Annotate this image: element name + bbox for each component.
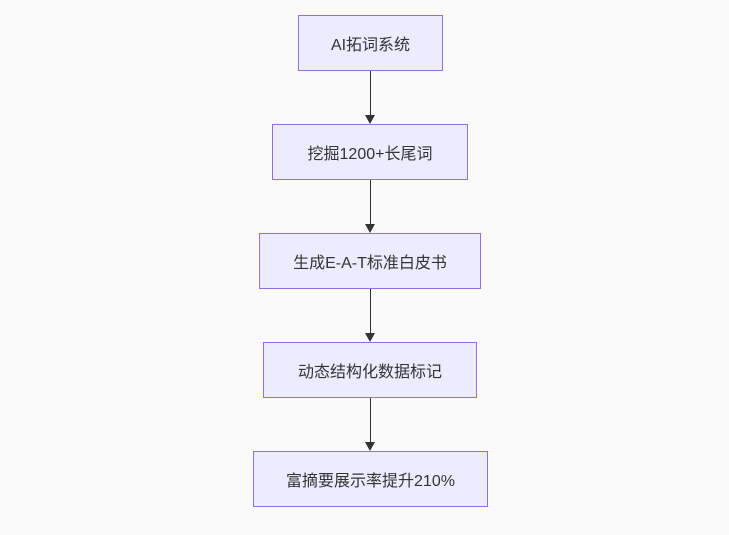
edge-line-2 bbox=[369, 180, 371, 224]
arrowhead-down-icon bbox=[365, 224, 375, 233]
arrowhead-down-icon bbox=[365, 333, 375, 342]
flow-node-rich-snippet-rate: 富摘要展示率提升210% bbox=[253, 451, 488, 507]
edge-line-1 bbox=[369, 71, 371, 115]
flow-node-eat-whitepaper: 生成E-A-T标准白皮书 bbox=[259, 233, 481, 289]
flow-node-ai-keyword-system: AI拓词系统 bbox=[298, 15, 443, 71]
edge-line-4 bbox=[369, 398, 371, 442]
edge-line-3 bbox=[369, 289, 371, 333]
arrowhead-down-icon bbox=[365, 442, 375, 451]
flow-node-structured-data-markup: 动态结构化数据标记 bbox=[263, 342, 477, 398]
arrowhead-down-icon bbox=[365, 115, 375, 124]
flow-node-longtail-mining: 挖掘1200+长尾词 bbox=[272, 124, 468, 180]
